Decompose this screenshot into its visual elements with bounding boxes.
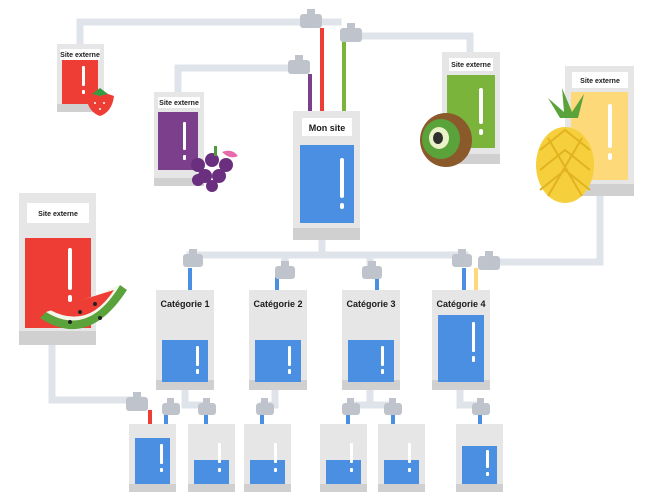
- external-site-pineapple: Site externe: [536, 66, 634, 203]
- external-site-watermelon: Site externe: [19, 193, 127, 345]
- pipe-main-distribution: [186, 251, 469, 266]
- external-site-strawberry: Site externe: [57, 44, 114, 116]
- external-site-label: Site externe: [580, 78, 620, 85]
- faucet-icon: [183, 249, 203, 267]
- page-container: [188, 424, 235, 492]
- faucet-icon: [198, 398, 216, 415]
- category-label-2: Catégorie 2: [253, 299, 302, 309]
- external-site-label: Site externe: [159, 100, 199, 107]
- main-site-label: Mon site: [309, 123, 346, 133]
- faucet-icon: [340, 23, 362, 42]
- faucet-icon: [256, 398, 274, 415]
- page-container: [320, 424, 367, 492]
- page-container: [129, 424, 176, 492]
- pineapple-icon: [536, 88, 594, 203]
- faucet-icon: [342, 398, 360, 415]
- faucet-icon: [472, 398, 490, 415]
- external-site-label: Site externe: [451, 62, 491, 69]
- main-site-container: Mon site: [293, 111, 360, 240]
- strawberry-icon: [86, 88, 114, 116]
- faucet-icon: [452, 249, 472, 267]
- pipe-kiwi: [346, 32, 474, 59]
- category-container-3: Catégorie 3: [342, 290, 400, 390]
- kiwi-icon: [420, 113, 472, 167]
- page-container: [244, 424, 291, 492]
- external-site-kiwi: Site externe: [420, 52, 500, 167]
- category-label-3: Catégorie 3: [346, 299, 395, 309]
- page-container: [456, 424, 503, 492]
- watermelon-icon: [40, 285, 127, 330]
- pipe-strawberry: [76, 18, 342, 49]
- faucet-icon: [362, 261, 382, 279]
- category-label-4: Catégorie 4: [436, 299, 485, 309]
- pipe-cat4-bottom: [456, 381, 482, 409]
- pipe-grapes: [174, 64, 304, 96]
- page-container: [378, 424, 425, 492]
- pipe-cat3-bottom: [352, 381, 396, 409]
- faucet-icon: [384, 398, 402, 415]
- faucet-icon: [300, 9, 322, 28]
- external-site-label: Site externe: [38, 211, 78, 218]
- pipe-pineapple: [486, 186, 604, 266]
- faucet-icon: [275, 261, 295, 279]
- pipe-watermelon: [48, 341, 144, 404]
- faucet-icon: [288, 55, 310, 74]
- category-container-4: Catégorie 4: [432, 290, 490, 390]
- external-site-grapes: Site externe: [154, 92, 238, 192]
- faucet-icon: [478, 251, 500, 270]
- category-container-1: Catégorie 1: [156, 290, 214, 390]
- faucet-icon: [126, 392, 148, 411]
- category-container-2: Catégorie 2: [249, 290, 307, 390]
- external-site-label: Site externe: [60, 52, 100, 59]
- faucets: [126, 9, 500, 415]
- category-label-1: Catégorie 1: [160, 299, 209, 309]
- grapes-icon: [191, 146, 238, 192]
- faucet-icon: [162, 398, 180, 415]
